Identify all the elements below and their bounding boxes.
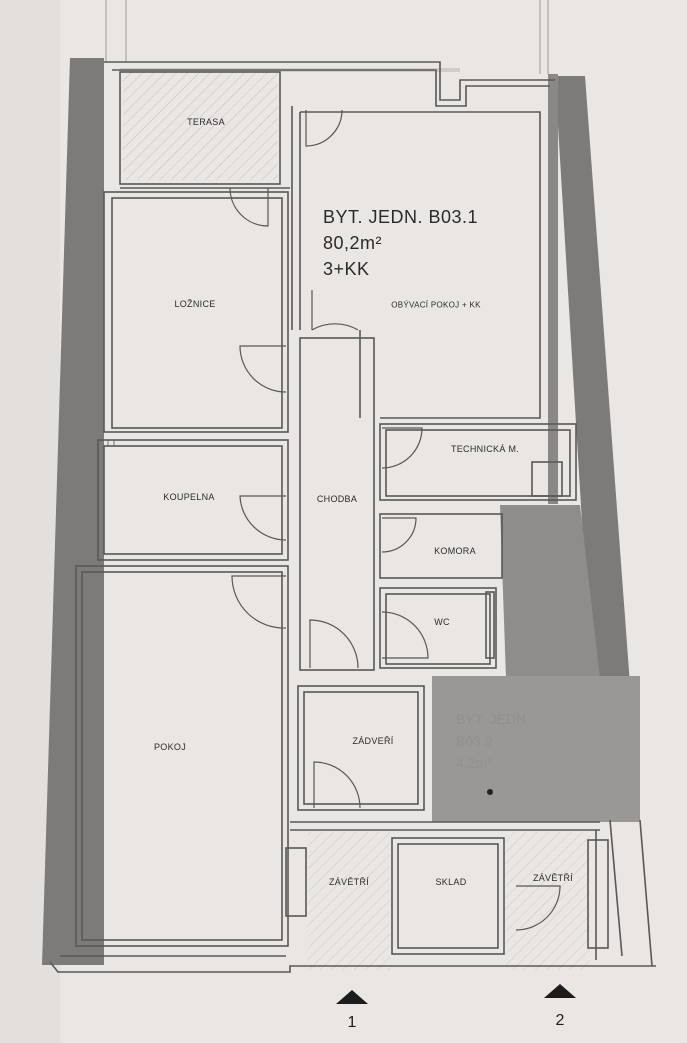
neighbor-unit-block [432,505,640,822]
room-label-obyvaci: OBÝVACÍ POKOJ + KK [391,300,481,310]
room-label-chodba: CHODBA [316,494,358,504]
room-label-zavetri-1: ZÁVĚTŘÍ [328,877,370,887]
neighbor-unit-title-2: B03.2 [456,733,493,749]
unit-title: BYT. JEDN. B03.1 [323,207,479,227]
room-label-zavetri-2: ZÁVĚTŘÍ [532,873,574,883]
axis-label-2: 2 [555,1012,565,1029]
axis-1-arrow [336,990,368,1004]
unit-layout: 3+KK [323,259,370,279]
room-label-loznice: LOŽNICE [174,299,216,309]
terrace-area [123,72,278,180]
room-label-komora: KOMORA [434,546,476,556]
room-label-koupelna: KOUPELNA [163,492,215,502]
axis-2-arrow [544,984,576,998]
upper-structure-lines [105,0,549,74]
room-label-wc: WC [434,617,450,627]
axis-label-1: 1 [347,1014,357,1031]
room-label-zadveri: ZÁDVEŘÍ [352,736,394,746]
wall-lines [49,61,656,973]
neighbor-unit-title-1: BYT. JEDN. [456,711,530,727]
room-label-technicka: TECHNICKÁ M. [450,444,520,454]
exterior-walls [42,58,640,965]
unit-area: 80,2m² [323,233,383,253]
room-label-pokoj: POKOJ [153,742,187,752]
neighbor-unit-label: BYT. JEDN. B03.2 4,2m² [456,708,530,774]
door-swings [229,109,561,931]
room-label-terasa: TERASA [187,117,225,127]
room-label-sklad: SKLAD [435,877,467,887]
neighbor-unit-area: 4,2m² [456,755,492,771]
unit-title-block: BYT. JEDN. B03.1 80,2m² 3+KK [323,204,478,282]
